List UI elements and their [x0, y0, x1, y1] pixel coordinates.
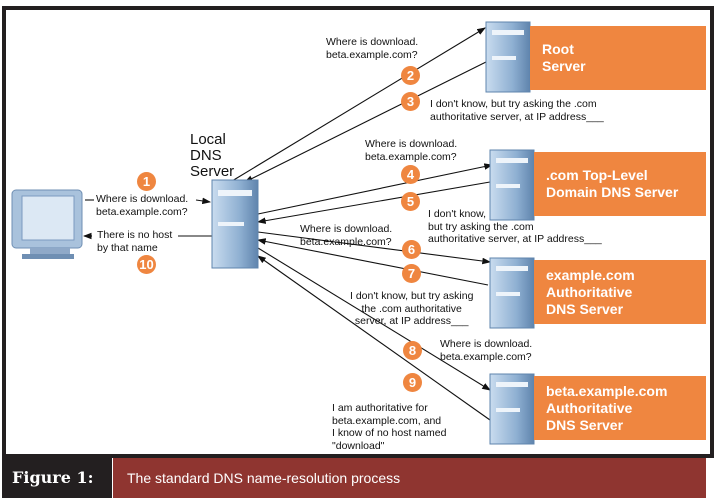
line: Local — [190, 131, 226, 148]
line: Where is download. — [365, 138, 458, 150]
line: "download" — [332, 439, 385, 452]
line: DNS — [190, 147, 222, 164]
local-dns-server-label: Local DNS Server — [190, 132, 234, 180]
step-badge-4: 4 — [401, 165, 420, 184]
arrow-step-6 — [257, 231, 492, 265]
arrow-step-9 — [257, 255, 491, 421]
arrow-step-5 — [256, 181, 491, 224]
local-dns-server-icon — [211, 179, 259, 269]
step-badge-6: 6 — [402, 240, 421, 259]
line: .com Top-Level — [546, 167, 648, 183]
beta-server-label: beta.example.com Authoritative DNS Serve… — [534, 376, 706, 440]
line: Where is download. — [300, 223, 393, 235]
line: I know of no host named — [332, 427, 447, 439]
line: Authoritative — [546, 399, 633, 416]
line: but try asking the .com — [428, 220, 534, 233]
beta-server-icon — [489, 373, 535, 445]
line: DNS Server — [546, 300, 624, 317]
tld-server-label: .com Top-Level Domain DNS Server — [534, 152, 706, 216]
example-server-icon — [489, 257, 535, 329]
line: Where is download. — [326, 36, 419, 48]
step-badge-1: 1 — [137, 172, 156, 191]
example-server-label: example.com Authoritative DNS Server — [534, 260, 706, 324]
step-badge-5: 5 — [401, 192, 420, 211]
line: by that name — [97, 241, 158, 254]
step-badge-2: 2 — [401, 66, 420, 85]
line: I am authoritative for — [332, 402, 428, 414]
line: beta.example.com? — [440, 350, 532, 363]
client-computer-icon — [11, 189, 83, 259]
arrow-step-3 — [244, 60, 489, 183]
line: Server — [542, 58, 586, 74]
line: authoritative server, at IP address___ — [428, 233, 602, 245]
root-server-label: Root Server — [530, 26, 706, 90]
line: Authoritative — [546, 283, 633, 300]
step-badge-10: 10 — [137, 255, 156, 274]
line: I don't know, but try asking the .com — [430, 98, 597, 110]
line: beta.example.com? — [300, 235, 392, 248]
step-6-text: Where is download. beta.example.com? — [300, 223, 392, 248]
line: I don't know, but try asking — [350, 290, 474, 302]
line: beta.example.com? — [326, 48, 418, 61]
figure-title: The standard DNS name-resolution process — [112, 458, 706, 498]
line: beta.example.com? — [365, 150, 457, 163]
line: Domain DNS Server — [546, 184, 679, 200]
step-10-text: There is no host by that name — [97, 229, 172, 254]
arrow-step-2 — [231, 27, 486, 182]
line: beta.example.com? — [96, 205, 188, 218]
step-2-text: Where is download. beta.example.com? — [326, 36, 418, 61]
line: DNS Server — [546, 416, 624, 433]
step-badge-7: 7 — [402, 264, 421, 283]
line: Where is download. — [440, 338, 533, 350]
step-4-text: Where is download. beta.example.com? — [365, 138, 457, 163]
figure-number: Figure 1: — [12, 468, 94, 487]
line: the .com authoritative — [361, 302, 462, 315]
line: Where is download. — [96, 193, 189, 205]
line: Root — [542, 41, 574, 57]
line: beta.example.com — [546, 382, 668, 399]
line: I don't know, — [428, 208, 487, 220]
step-badge-9: 9 — [403, 373, 422, 392]
root-server-icon — [485, 21, 531, 93]
step-badge-8: 8 — [403, 341, 422, 360]
figure-caption: Figure 1: The standard DNS name-resoluti… — [2, 458, 706, 498]
arrow-step-4 — [257, 163, 494, 215]
step-9-text: I am authoritative for beta.example.com,… — [332, 402, 446, 452]
step-1-text: Where is download. beta.example.com? — [96, 193, 188, 218]
line: example.com — [546, 266, 635, 283]
step-5-text: I don't know, but try asking the .com au… — [428, 208, 602, 246]
step-badge-3: 3 — [401, 92, 420, 111]
line: authoritative server, at IP address___ — [430, 110, 604, 123]
step-3-text: I don't know, but try asking the .com au… — [430, 98, 604, 123]
line: beta.example.com, and — [332, 414, 442, 427]
arrow-step-1b — [195, 197, 212, 205]
line: server, at IP address___ — [354, 315, 469, 327]
line: There is no host — [97, 229, 173, 241]
step-7-text: I don't know, but try asking the .com au… — [350, 290, 473, 328]
line: Server — [190, 163, 235, 180]
arrow-step-8 — [257, 247, 491, 391]
arrow-step-7 — [256, 238, 489, 286]
step-8-text: Where is download. beta.example.com? — [440, 338, 532, 363]
